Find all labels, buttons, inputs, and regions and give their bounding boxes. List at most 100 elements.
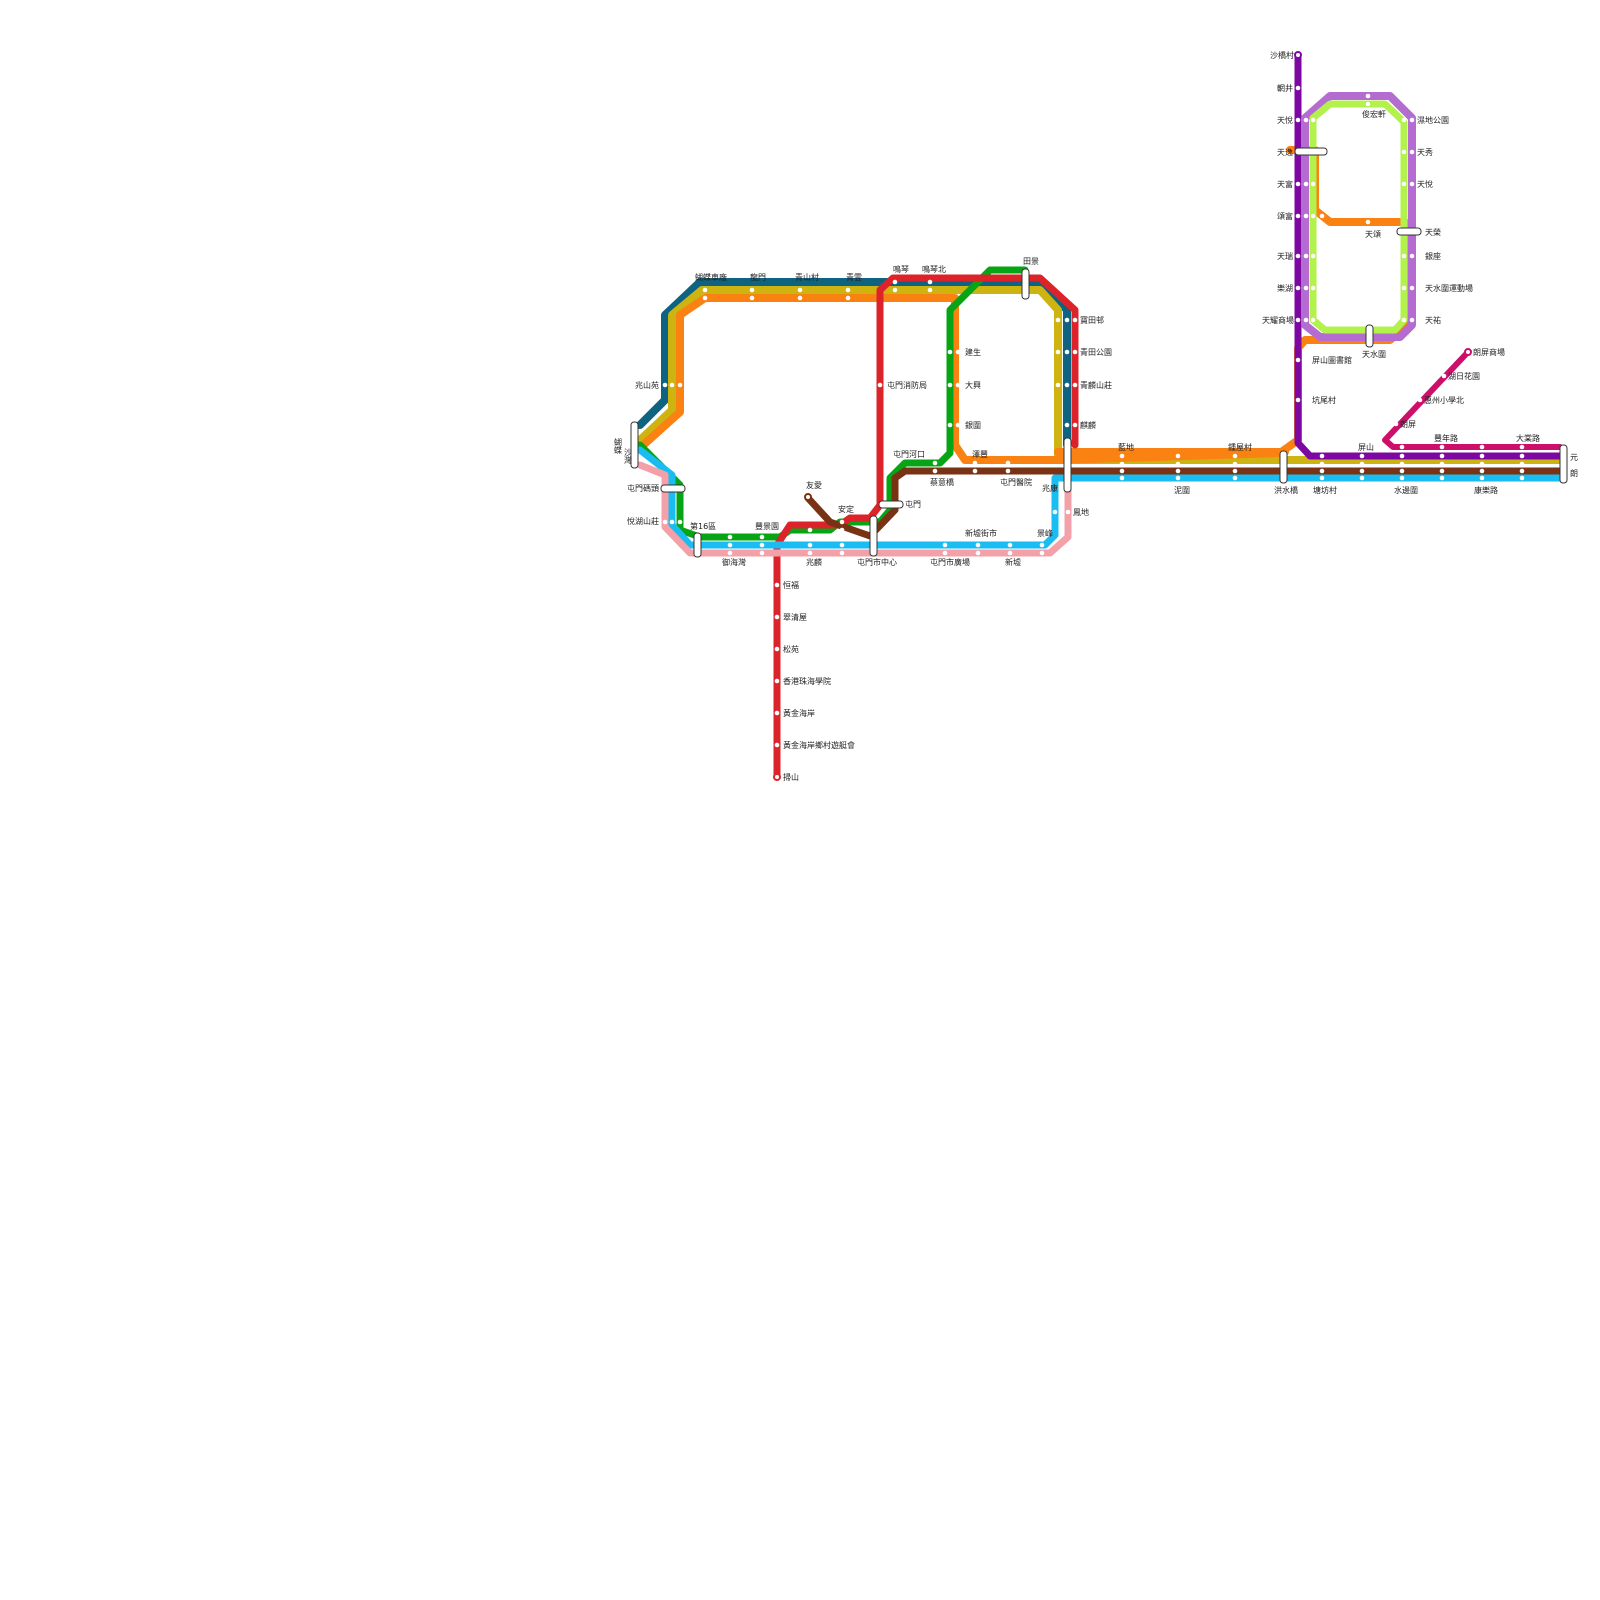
stop-dot[interactable] — [1295, 397, 1301, 403]
stop-dot[interactable] — [1359, 468, 1365, 474]
interchange-tin-shui-wai[interactable] — [1365, 324, 1374, 348]
stop-dot[interactable] — [1409, 285, 1415, 291]
interchange-tuen-mun[interactable] — [878, 500, 904, 509]
stop-dot[interactable] — [807, 542, 813, 548]
stop-dot[interactable] — [1175, 475, 1181, 481]
stop-dot[interactable] — [1119, 461, 1125, 467]
stop-dot[interactable] — [774, 614, 780, 620]
stop-dot[interactable] — [1005, 460, 1011, 466]
stop-dot[interactable] — [1232, 468, 1238, 474]
stop-dot[interactable] — [1310, 285, 1316, 291]
stop-dot[interactable] — [1295, 213, 1301, 219]
terminus-sha-kiu[interactable] — [1294, 51, 1302, 59]
stop-dot[interactable] — [1401, 253, 1407, 259]
interchange-yuen-long[interactable] — [1559, 444, 1568, 484]
stop-dot[interactable] — [1055, 317, 1061, 323]
stop-dot[interactable] — [1519, 444, 1525, 450]
stop-dot[interactable] — [774, 646, 780, 652]
stop-dot[interactable] — [1310, 213, 1316, 219]
interchange-tin-yat[interactable] — [1294, 147, 1328, 156]
interchange-town-centre[interactable] — [869, 515, 878, 557]
stop-dot[interactable] — [749, 295, 755, 301]
stop-dot[interactable] — [759, 534, 765, 540]
stop-dot[interactable] — [774, 742, 780, 748]
stop-dot[interactable] — [1175, 461, 1181, 467]
stop-dot[interactable] — [1052, 509, 1058, 515]
stop-dot[interactable] — [1064, 382, 1070, 388]
stop-dot[interactable] — [669, 382, 675, 388]
stop-dot[interactable] — [1417, 285, 1423, 291]
terminus-long-ping-mall[interactable] — [1464, 348, 1472, 356]
stop-dot[interactable] — [1409, 253, 1415, 259]
stop-dot[interactable] — [1295, 85, 1301, 91]
stop-dot[interactable] — [975, 550, 981, 556]
stop-dot[interactable] — [1409, 317, 1415, 323]
stop-dot[interactable] — [1232, 461, 1238, 467]
stop-dot[interactable] — [955, 382, 961, 388]
stop-dot[interactable] — [1303, 253, 1309, 259]
stop-dot[interactable] — [1319, 475, 1325, 481]
stop-dot[interactable] — [1064, 422, 1070, 428]
stop-dot[interactable] — [1401, 117, 1407, 123]
stop-dot[interactable] — [807, 527, 813, 533]
stop-dot[interactable] — [1295, 357, 1301, 363]
stop-dot[interactable] — [839, 519, 845, 525]
stop-dot[interactable] — [1399, 444, 1405, 450]
stop-dot[interactable] — [1175, 453, 1181, 459]
stop-dot[interactable] — [669, 519, 675, 525]
stop-dot[interactable] — [1295, 253, 1301, 259]
stop-dot[interactable] — [749, 287, 755, 293]
stop-dot[interactable] — [927, 287, 933, 293]
stop-dot[interactable] — [774, 582, 780, 588]
stop-dot[interactable] — [1319, 461, 1325, 467]
stop-dot[interactable] — [1359, 444, 1365, 450]
stop-dot[interactable] — [942, 550, 948, 556]
stop-dot[interactable] — [845, 295, 851, 301]
stop-dot[interactable] — [839, 550, 845, 556]
stop-dot[interactable] — [1295, 181, 1301, 187]
stop-dot[interactable] — [1479, 444, 1485, 450]
stop-dot[interactable] — [1519, 475, 1525, 481]
stop-dot[interactable] — [1319, 468, 1325, 474]
stop-dot[interactable] — [947, 422, 953, 428]
stop-dot[interactable] — [932, 460, 938, 466]
stop-dot[interactable] — [1232, 453, 1238, 459]
stop-dot[interactable] — [702, 295, 708, 301]
interchange-siu-hong[interactable] — [1063, 437, 1072, 493]
terminus-yau-oi[interactable] — [804, 493, 812, 501]
interchange-tuen-mun-pier[interactable] — [630, 421, 639, 469]
stop-dot[interactable] — [1310, 253, 1316, 259]
stop-dot[interactable] — [1519, 453, 1525, 459]
stop-dot[interactable] — [1399, 461, 1405, 467]
interchange-tuen-mun-ferry[interactable] — [660, 484, 686, 493]
stop-dot[interactable] — [1065, 509, 1071, 515]
stop-dot[interactable] — [1401, 149, 1407, 155]
stop-dot[interactable] — [774, 678, 780, 684]
stop-dot[interactable] — [662, 519, 668, 525]
stop-dot[interactable] — [797, 287, 803, 293]
stop-dot[interactable] — [1359, 453, 1365, 459]
stop-dot[interactable] — [1365, 219, 1371, 225]
stop-dot[interactable] — [1303, 117, 1309, 123]
interchange-tin-tsz[interactable] — [1396, 227, 1422, 236]
stop-dot[interactable] — [1409, 149, 1415, 155]
stop-dot[interactable] — [1310, 117, 1316, 123]
stop-dot[interactable] — [972, 468, 978, 474]
stop-dot[interactable] — [1295, 285, 1301, 291]
stop-dot[interactable] — [1064, 349, 1070, 355]
stop-dot[interactable] — [1119, 453, 1125, 459]
stop-dot[interactable] — [1119, 468, 1125, 474]
stop-dot[interactable] — [1303, 285, 1309, 291]
stop-dot[interactable] — [955, 349, 961, 355]
stop-dot[interactable] — [1439, 468, 1445, 474]
stop-dot[interactable] — [1310, 181, 1316, 187]
stop-dot[interactable] — [877, 382, 883, 388]
stop-dot[interactable] — [807, 534, 813, 540]
stop-dot[interactable] — [1072, 349, 1078, 355]
stop-dot[interactable] — [1439, 475, 1445, 481]
stop-dot[interactable] — [1479, 453, 1485, 459]
stop-dot[interactable] — [845, 287, 851, 293]
stop-dot[interactable] — [677, 382, 683, 388]
stop-dot[interactable] — [1303, 317, 1309, 323]
stop-dot[interactable] — [1393, 421, 1399, 427]
